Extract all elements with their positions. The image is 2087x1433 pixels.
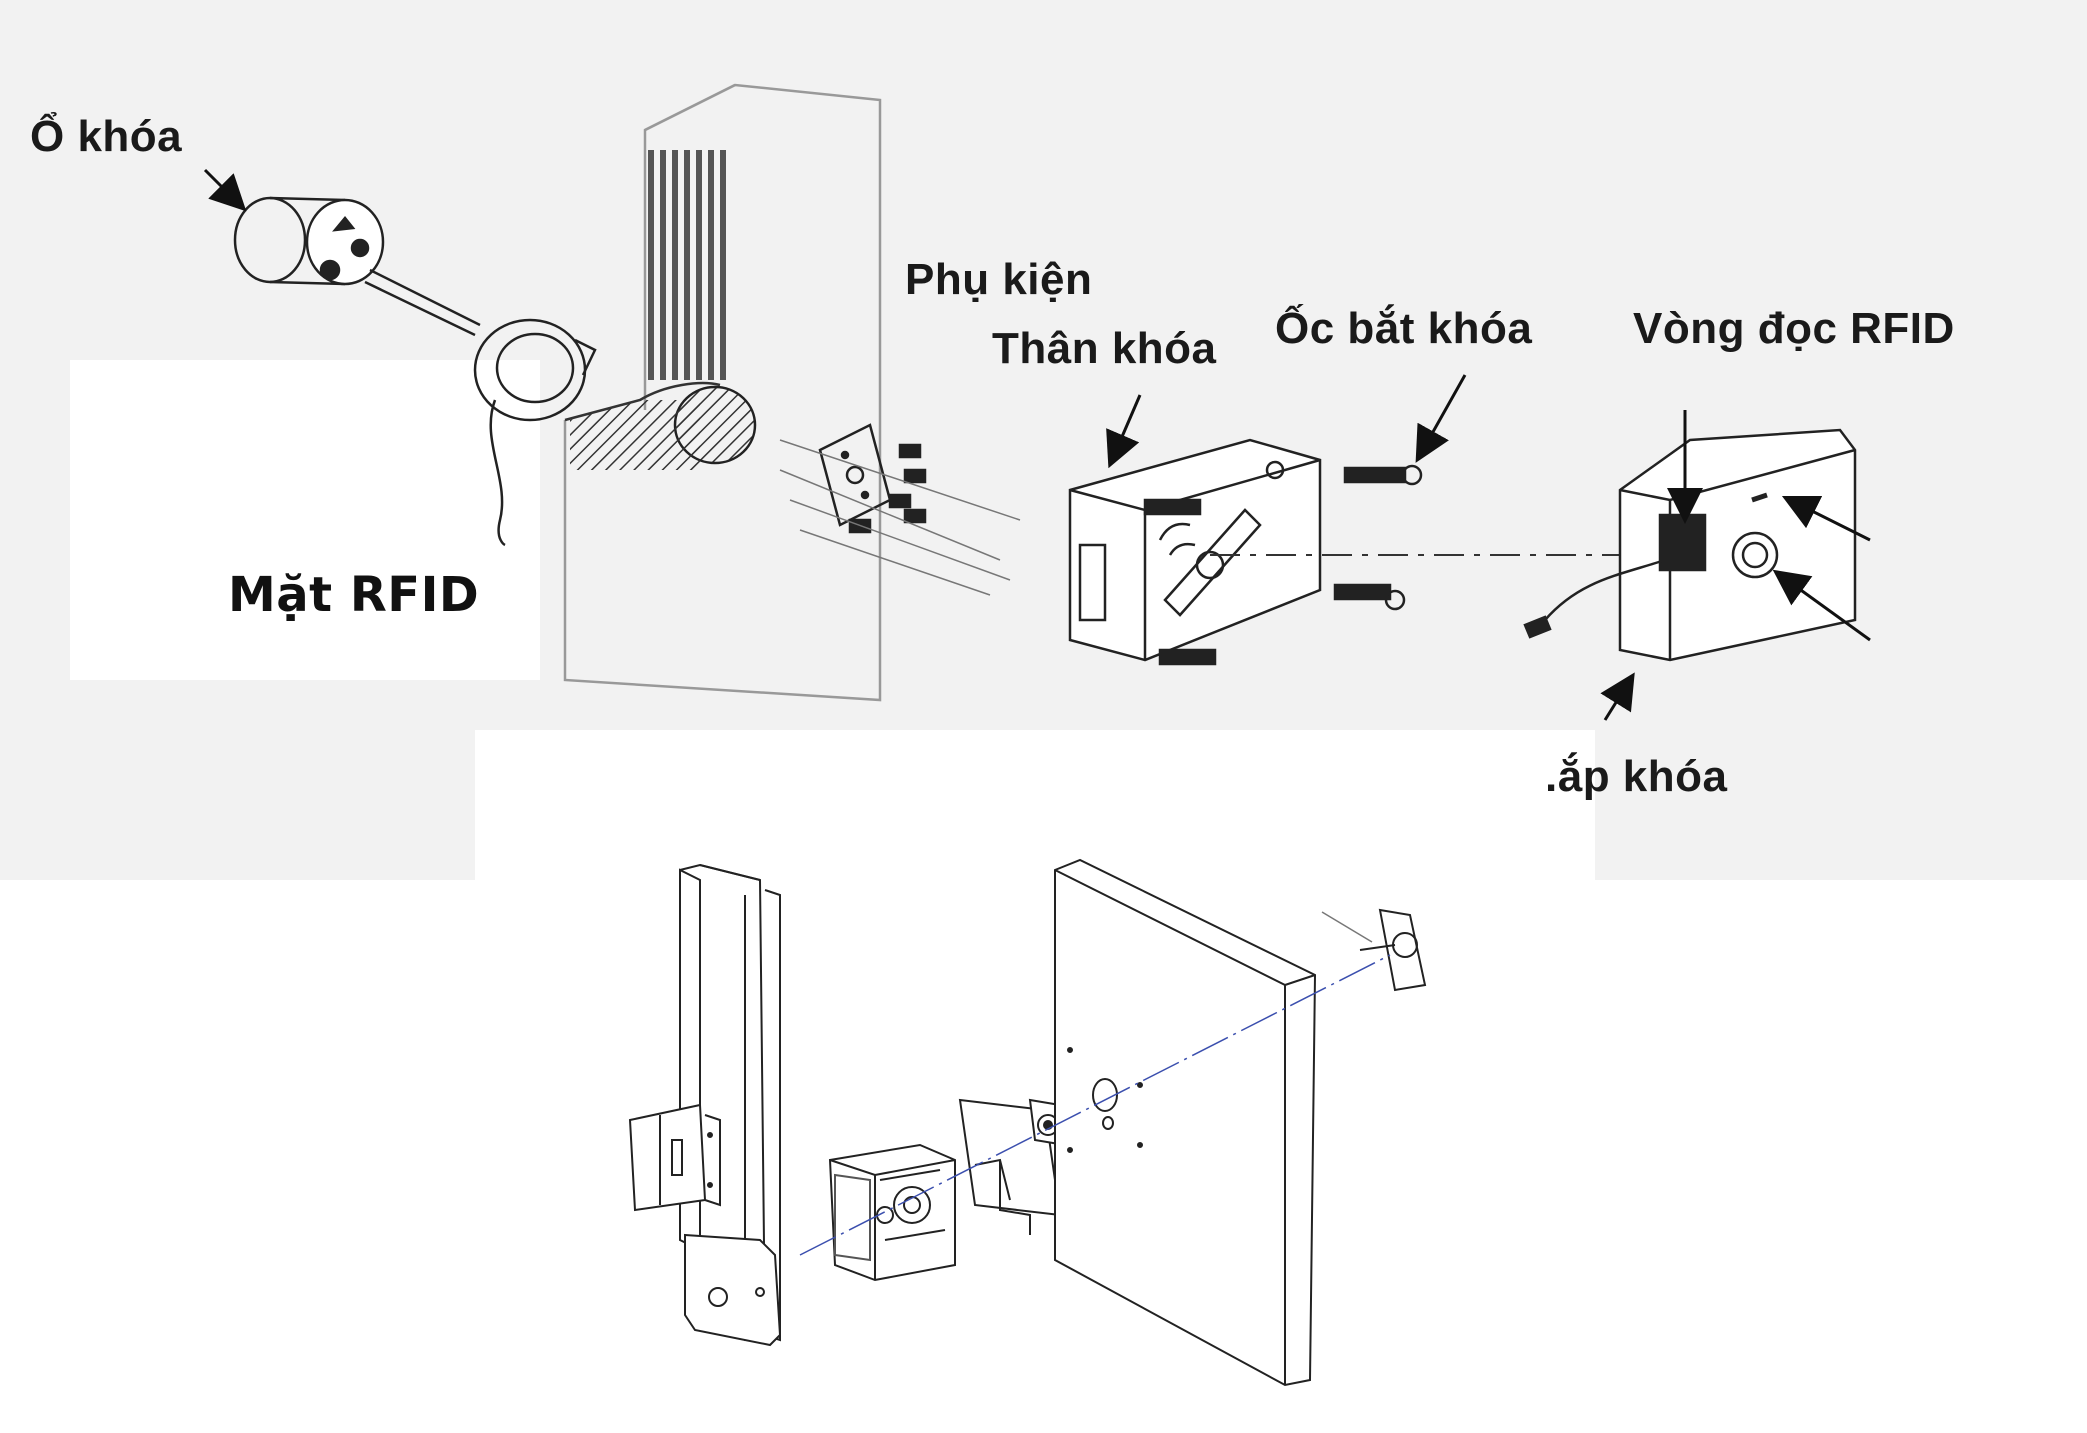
- lock-cylinder: [233, 196, 481, 337]
- accessory-plate: [779, 423, 1021, 596]
- mounting-screws: [1333, 464, 1423, 611]
- label-panel: [70, 360, 540, 680]
- lock-body: [1068, 438, 1322, 666]
- leader-arrows: [203, 168, 1871, 721]
- label-lock-body: Thân khóa: [992, 324, 1217, 373]
- bottom-diagram-background: [475, 730, 1595, 1433]
- rfid-ring: [473, 318, 597, 547]
- rim-lock-body: [828, 1143, 956, 1282]
- rfid-cover: [1523, 428, 1857, 662]
- strike-plate: [628, 1103, 721, 1212]
- label-rfid-ring: Vòng đọc RFID: [1633, 304, 1955, 353]
- mounting-plate: [958, 1098, 1067, 1235]
- label-rfid-face: Mặt RFID: [228, 567, 480, 623]
- bottom-exploded-view: [628, 858, 1427, 1387]
- label-lock-cover: .ắp khóa: [1545, 752, 1728, 801]
- rim-cylinder: [1321, 908, 1427, 992]
- top-exploded-view: [203, 83, 1871, 721]
- label-lock-cylinder: Ổ khóa: [30, 112, 183, 161]
- label-accessories: Phụ kiện: [905, 255, 1093, 304]
- door-panel: [563, 83, 882, 702]
- door-leaf: [1054, 858, 1317, 1387]
- rim-cover: [684, 1233, 782, 1347]
- label-mounting-screws: Ốc bắt khóa: [1275, 304, 1533, 353]
